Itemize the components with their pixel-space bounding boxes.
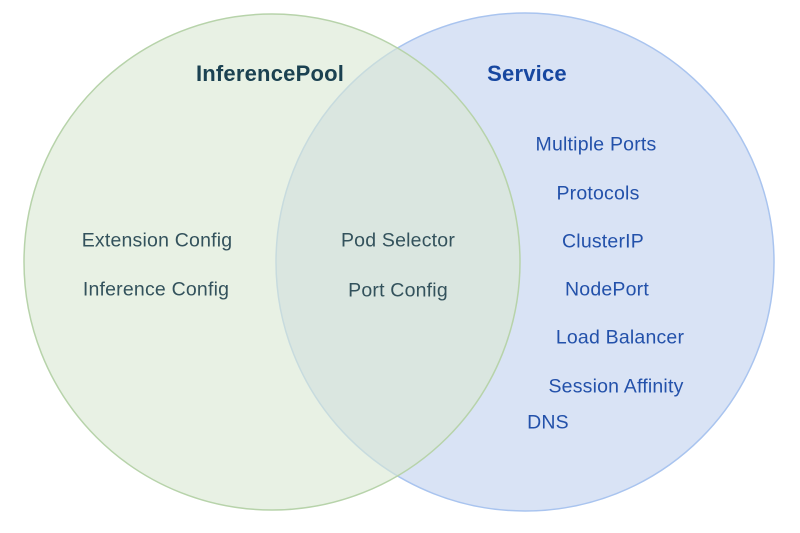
service-title: Service [487, 61, 567, 86]
inferencepool-item-extension-config: Extension Config [81, 229, 233, 252]
inferencepool-item-inference-config: Inference Config [82, 278, 230, 301]
intersection-item-pod-selector: Pod Selector [340, 229, 456, 252]
service-item-nodeport: NodePort [565, 278, 649, 301]
service-item-load-balancer: Load Balancer [555, 326, 685, 349]
inferencepool-circle [23, 13, 521, 511]
service-item-clusterip: ClusterIP [562, 230, 644, 253]
service-item-session-affinity: Session Affinity [548, 375, 684, 398]
service-item-dns: DNS [527, 411, 569, 434]
intersection-item-port-config: Port Config [348, 279, 448, 302]
service-item-protocols: Protocols [556, 182, 640, 205]
service-item-multiple-ports: Multiple Ports [535, 133, 657, 156]
inferencepool-title: InferencePool [195, 61, 345, 86]
